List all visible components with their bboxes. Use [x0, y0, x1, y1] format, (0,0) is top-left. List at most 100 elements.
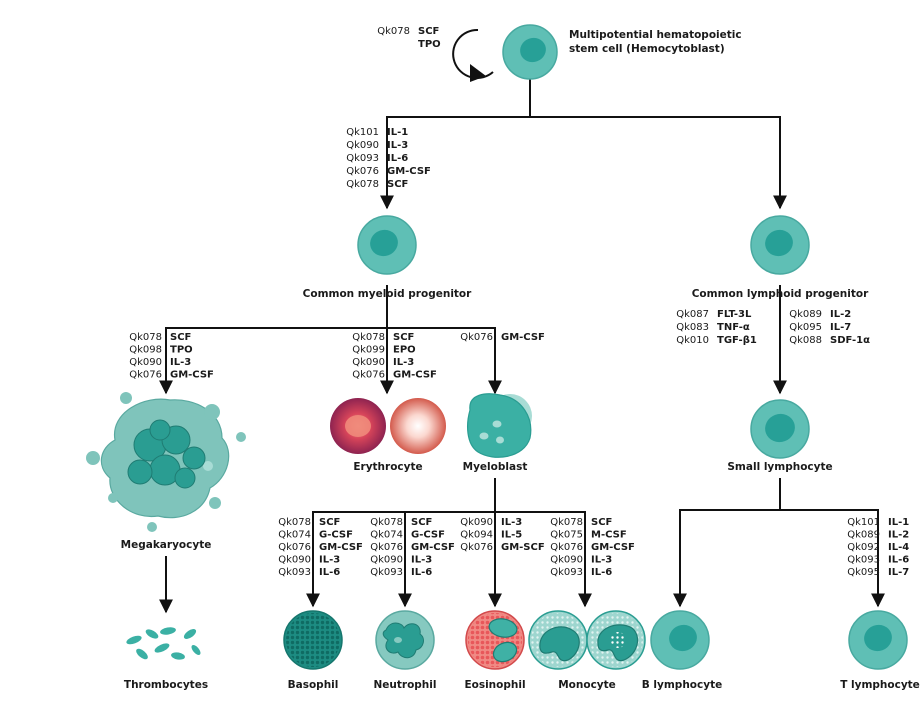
myeloblast-to-mono-line [495, 511, 592, 608]
lymphoid-factor-right-code: Qk095 [789, 322, 822, 333]
baso-factor-code: Qk076 [278, 542, 311, 553]
erythrocyte-icon [330, 398, 446, 454]
stem-branch-line [380, 78, 531, 210]
ery-factor-code: Qk076 [352, 370, 385, 381]
myeloblast-factor-name: GM-CSF [501, 332, 545, 343]
ery-factor-name: SCF [393, 332, 414, 343]
lymphoid-factor-right-code: Qk089 [789, 309, 822, 320]
neutro-factor-code: Qk078 [370, 517, 403, 528]
lymphoid-factor-right-code: Qk088 [789, 335, 822, 346]
lymphoid-factor-left-code: Qk087 [676, 309, 709, 320]
myeloid-branch-line [159, 285, 388, 395]
small-to-t-line [780, 509, 885, 608]
mega-factor-code: Qk076 [129, 370, 162, 381]
t-lymphocyte-icon [848, 610, 908, 670]
t-factor-code: Qk092 [847, 542, 880, 553]
mega-factor-name: TPO [170, 345, 193, 356]
mega-factor-code: Qk090 [129, 357, 162, 368]
eosino-factor-code: Qk094 [460, 530, 493, 541]
mega-factor-code: Qk098 [129, 345, 162, 356]
neutro-factor-name: SCF [411, 517, 432, 528]
b-lymphocyte-label: B lymphocyte [642, 679, 722, 691]
monocyte-icon [528, 610, 646, 670]
eosino-factor-name: GM-SCF [501, 542, 545, 553]
small-lymphocyte-icon [750, 399, 810, 459]
baso-factor-name: IL-6 [319, 567, 340, 578]
ery-factor-code: Qk099 [352, 345, 385, 356]
t-factor-name: IL-1 [888, 517, 909, 528]
t-factor-code: Qk101 [847, 517, 880, 528]
lymphoid-factor-right-name: IL-7 [830, 322, 851, 333]
eosinophil-icon [465, 610, 525, 670]
lymphoid-factor-left-name: FLT-3L [717, 309, 752, 320]
myeloid-factor-name: IL-6 [387, 153, 408, 164]
eosinophil-label: Eosinophil [464, 679, 525, 691]
thrombocytes-label: Thrombocytes [124, 679, 208, 691]
lymphoid-factor-right-name: SDF-1α [830, 335, 870, 346]
neutro-factor-code: Qk093 [370, 567, 403, 578]
t-factor-name: IL-4 [888, 542, 909, 553]
myeloid-factor-name: GM-CSF [387, 166, 431, 177]
t-factor-code: Qk095 [847, 567, 880, 578]
eosino-factor-code: Qk076 [460, 542, 493, 553]
baso-factor-name: G-CSF [319, 530, 353, 541]
baso-factor-code: Qk093 [278, 567, 311, 578]
neutro-factor-name: IL-6 [411, 567, 432, 578]
myeloid-progenitor-label: Common myeloid progenitor [303, 288, 472, 300]
myeloblast-label: Myeloblast [463, 461, 528, 473]
stem-factor-name: TPO [418, 39, 441, 50]
myeloid-to-myeloblast-line [387, 327, 502, 395]
stem-factor-name: SCF [418, 26, 439, 37]
lymphoid-factor-right-name: IL-2 [830, 309, 851, 320]
neutro-factor-code: Qk074 [370, 530, 403, 541]
myeloid-progenitor-icon [357, 215, 417, 275]
b-lymphocyte-icon [650, 610, 710, 670]
baso-factor-code: Qk078 [278, 517, 311, 528]
connector-lines [159, 28, 885, 614]
mega-factor-code: Qk078 [129, 332, 162, 343]
neutro-factor-code: Qk090 [370, 555, 403, 566]
ery-factor-name: GM-CSF [393, 370, 437, 381]
t-lymphocyte-label: T lymphocyte [840, 679, 920, 691]
myeloid-factor-code: Qk101 [346, 127, 379, 138]
myeloid-factor-code: Qk093 [346, 153, 379, 164]
mono-factor-code: Qk093 [550, 567, 583, 578]
erythrocyte-label: Erythrocyte [353, 461, 422, 473]
thrombocytes-icon [126, 627, 201, 660]
stem-factor-code: Qk078 [377, 26, 410, 37]
lymphoid-factor-left-name: TNF-α [717, 322, 750, 333]
ery-factor-code: Qk090 [352, 357, 385, 368]
myeloid-factor-name: IL-3 [387, 140, 408, 151]
baso-factor-name: IL-3 [319, 555, 340, 566]
neutrophil-label: Neutrophil [374, 679, 437, 691]
lymphoid-factor-left-name: TGF-β1 [717, 335, 757, 346]
mega-factor-name: IL-3 [170, 357, 191, 368]
stem-cell-title-line2: stem cell (Hemocytoblast) [569, 43, 725, 55]
ery-factor-name: IL-3 [393, 357, 414, 368]
mono-factor-code: Qk075 [550, 530, 583, 541]
lymphoid-progenitor-label: Common lymphoid progenitor [692, 288, 869, 300]
mono-factor-name: SCF [591, 517, 612, 528]
stem-cell-title-line1: Multipotential hematopoietic [569, 29, 742, 41]
t-factor-name: IL-7 [888, 567, 909, 578]
megakaryocyte-label: Megakaryocyte [121, 539, 212, 551]
myeloid-factor-code: Qk076 [346, 166, 379, 177]
myeloid-factor-name: IL-1 [387, 127, 408, 138]
mono-factor-name: GM-CSF [591, 542, 635, 553]
baso-factor-name: SCF [319, 517, 340, 528]
t-factor-name: IL-6 [888, 555, 909, 566]
lymphoid-factor-left-code: Qk010 [676, 335, 709, 346]
eosino-factor-name: IL-3 [501, 517, 522, 528]
basophil-label: Basophil [288, 679, 339, 691]
mega-factor-name: SCF [170, 332, 191, 343]
lymphoid-progenitor-icon [750, 215, 810, 275]
myeloid-factor-code: Qk090 [346, 140, 379, 151]
cell-labels: Multipotential hematopoietic stem cell (… [121, 29, 920, 691]
self-renewal-arrowhead [470, 64, 486, 82]
basophil-icon [283, 610, 343, 670]
t-factor-code: Qk093 [847, 555, 880, 566]
t-factor-code: Qk089 [847, 530, 880, 541]
